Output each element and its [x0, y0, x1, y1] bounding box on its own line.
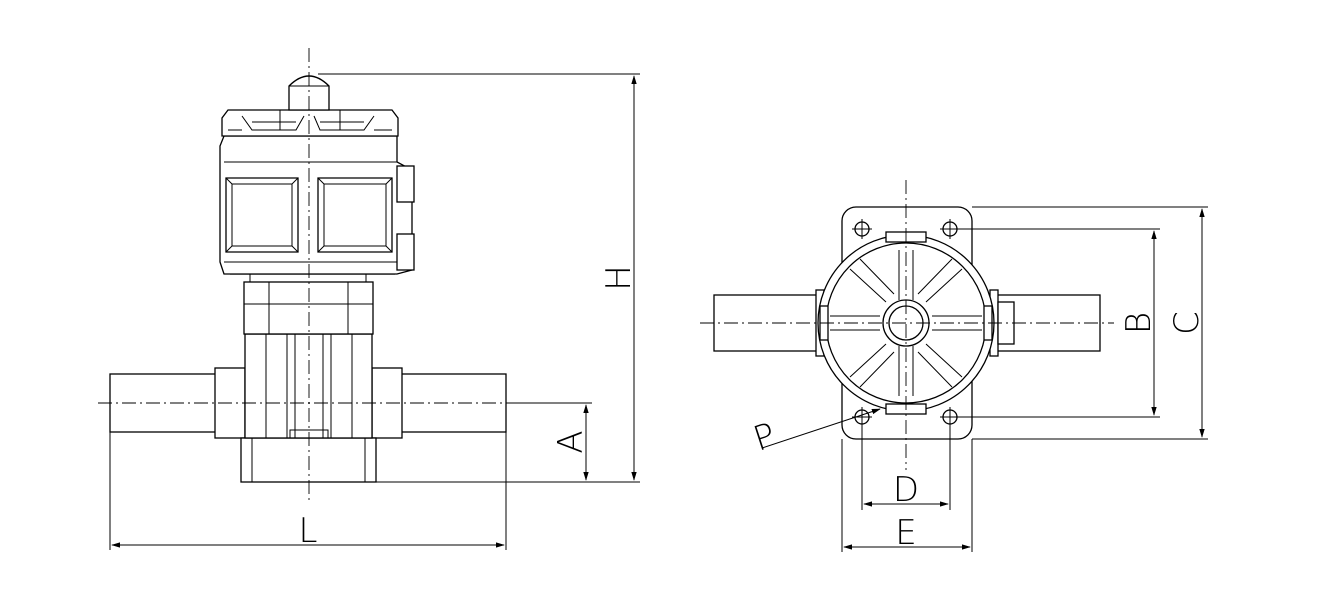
dimension-e: E	[841, 439, 973, 553]
dimension-b-label: B	[1119, 312, 1159, 334]
dimension-e-label: E	[895, 513, 916, 553]
front-view: H A L	[98, 48, 640, 551]
dimension-a-label: A	[551, 430, 591, 453]
dimension-c: C	[972, 206, 1208, 440]
dimension-a: A	[506, 402, 592, 483]
top-ribs	[830, 250, 982, 396]
dimension-c-label: C	[1167, 311, 1207, 335]
front-body	[244, 333, 373, 439]
dimension-d-label: D	[893, 470, 919, 510]
dimension-h-label: H	[599, 265, 639, 291]
dimension-d: D	[861, 424, 951, 510]
front-neck	[230, 273, 395, 335]
front-base	[240, 437, 377, 483]
front-top-cap	[221, 75, 399, 137]
top-view: B C D E P	[700, 180, 1208, 553]
leader-p-label: P	[749, 415, 781, 459]
dimension-l-label: L	[299, 511, 318, 551]
dimension-b: B	[957, 228, 1160, 418]
front-actuator	[219, 135, 415, 275]
dimension-l: L	[109, 432, 507, 551]
